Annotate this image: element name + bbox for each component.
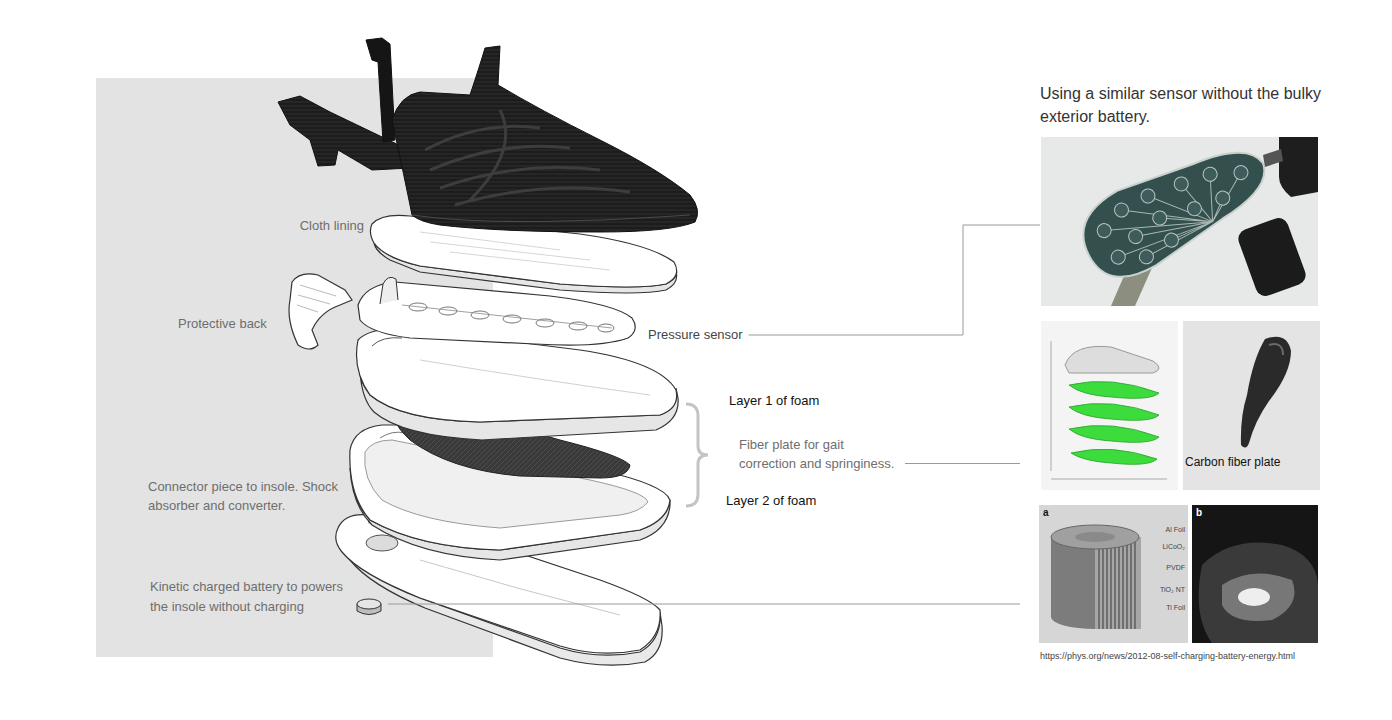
sensor-photo-part-part	[1139, 187, 1158, 206]
lining-part	[420, 232, 610, 270]
shoe-photo-part	[1192, 505, 1318, 643]
photo-panel: a Al FoilLiCoO₂ PVDF TiO₂ NT Ti Foil	[1039, 505, 1188, 643]
sensor-photo-part-part	[1231, 163, 1250, 182]
pressure-sensor-part	[402, 305, 612, 328]
shoe-upper-part	[425, 110, 630, 205]
battery-photo-part	[1075, 532, 1115, 542]
heel-counter-part	[289, 274, 352, 349]
shoe-photo-part	[1199, 543, 1318, 644]
layer-name: LiCoO₂	[1143, 542, 1185, 551]
foam-layer	[357, 329, 679, 440]
photo-panel: b	[1192, 505, 1318, 643]
shoe-upper-part	[366, 38, 395, 142]
sensor-photo-part-part	[1137, 247, 1156, 266]
part-note: Connector piece to insole. Shock absorbe…	[148, 477, 353, 515]
carbon-photo-part	[1183, 321, 1320, 490]
part-label: Pressure sensor	[648, 327, 743, 343]
battery-photo-part	[1051, 525, 1139, 549]
layer-name: Al Foil	[1143, 525, 1185, 534]
leader-line	[905, 463, 1020, 464]
pressure-sensor-part	[503, 315, 521, 323]
shoe-upper-part	[412, 215, 690, 222]
carbon-photo-part	[1269, 344, 1283, 355]
layers-figure-part	[1065, 346, 1159, 373]
panel-heading: Using a similar sensor without the bulky…	[1040, 82, 1332, 128]
photo-panel: Carbon fiber plate	[1183, 321, 1320, 490]
photo-panel: Using a similar sensor without the bulky…	[1040, 80, 1332, 307]
battery-photo-part	[1095, 537, 1141, 629]
sensor-photo-part-part	[1109, 248, 1128, 267]
pressure-sensor-part	[598, 324, 614, 332]
carbon-photo	[1183, 321, 1320, 490]
leader-line	[749, 225, 1040, 335]
sensor-photo-part-part	[1172, 174, 1191, 193]
pressure-sensor-part	[439, 307, 457, 315]
sensor-photo-part-part	[1201, 165, 1220, 184]
source-url: https://phys.org/news/2012-08-self-charg…	[1040, 651, 1295, 662]
pressure-sensor-part	[380, 277, 398, 304]
sensor-photo-part-part	[1112, 201, 1131, 220]
sensor-photo-part-part	[1213, 189, 1232, 208]
heel-counter-part	[297, 285, 336, 312]
shoe-photo-part	[1238, 588, 1270, 606]
outsole-part	[420, 560, 620, 615]
panel-letter: b	[1196, 507, 1210, 519]
shoe-photo	[1192, 505, 1318, 643]
layers-figure-part	[1071, 449, 1157, 464]
layers-figure-part	[1069, 381, 1159, 398]
panel-letter: a	[1043, 507, 1057, 519]
battery-disk	[357, 599, 381, 615]
battery-photo-part-part	[1099, 537, 1135, 629]
pressure-sensor-part	[536, 319, 554, 327]
shoe-photo-part	[1222, 574, 1295, 621]
sensor-photo	[1041, 137, 1318, 306]
layer-name: TiO₂ NT	[1143, 585, 1185, 594]
sensor-photo-part-part	[1150, 209, 1169, 228]
battery-photo-part	[1039, 505, 1188, 643]
sensor-photo-part-part	[1185, 199, 1204, 218]
pressure-sensor-part	[471, 311, 489, 319]
layers-figure-part	[1069, 425, 1159, 442]
leader-line	[388, 604, 1020, 605]
carbon-photo-part	[1241, 337, 1291, 448]
pressure-sensor-part	[409, 303, 427, 311]
sensor-photo-part-part	[1126, 227, 1145, 246]
battery-photo-part-part	[1095, 537, 1141, 629]
shoe-upper	[278, 38, 698, 232]
sensor-photo-part	[1279, 137, 1318, 197]
layers-figure	[1041, 321, 1178, 490]
layers-figure-part	[1041, 321, 1178, 490]
pressure-sensor-part	[569, 322, 587, 330]
part-label: Cloth lining	[264, 218, 364, 234]
foam-layer-part	[380, 432, 405, 438]
bracket	[686, 404, 708, 506]
part-label: Layer 1 of foam	[729, 393, 819, 409]
part-note: Kinetic charged battery to powers the in…	[150, 577, 350, 617]
foam-layer-part	[420, 360, 650, 395]
sensor-photo-part-part	[1095, 221, 1114, 240]
layer-name: PVDF	[1143, 563, 1185, 572]
sensor-photo-part-part	[1162, 231, 1181, 250]
outsole-part	[366, 535, 398, 551]
heel-counter	[289, 274, 352, 349]
shoe-upper-part	[392, 46, 698, 232]
layers-figure-part	[1069, 403, 1159, 420]
part-note: Fiber plate for gait correction and spri…	[739, 435, 899, 473]
layer-name: Ti Foil	[1143, 603, 1185, 612]
battery-photo	[1039, 505, 1188, 643]
sensor-photo-part	[1236, 215, 1309, 299]
layers-figure-part	[1051, 341, 1167, 479]
sensor-photo-part	[1263, 149, 1283, 167]
photo-caption: Carbon fiber plate	[1185, 455, 1318, 470]
battery-disk-part	[357, 599, 381, 609]
foam-layer-part	[372, 338, 402, 346]
sensor-photo-part-part	[1099, 152, 1255, 268]
part-label: Layer 2 of foam	[726, 493, 816, 509]
part-label: Protective back	[178, 316, 267, 332]
